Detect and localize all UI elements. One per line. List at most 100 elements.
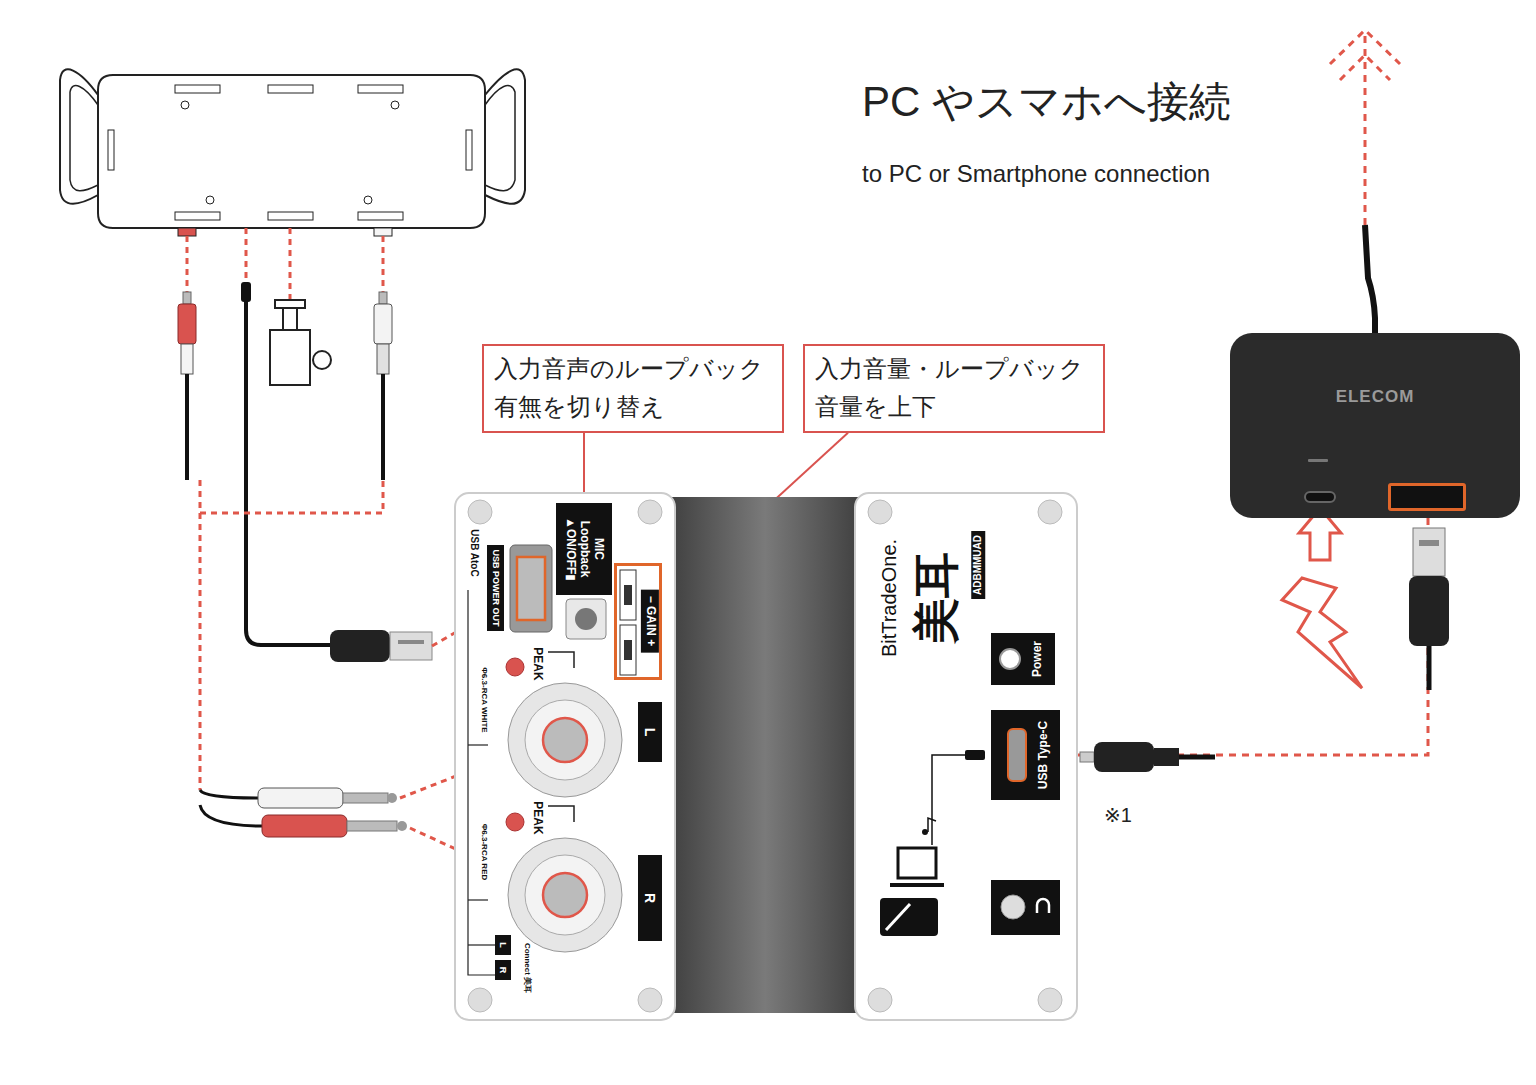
node-text: ELECOM	[1336, 387, 1415, 407]
screw	[638, 500, 662, 524]
usb-c-box: USB Type-C	[991, 710, 1060, 800]
push-button	[575, 608, 597, 630]
dashed-wire	[245, 228, 248, 282]
hub-cable	[1365, 225, 1375, 333]
screw	[468, 500, 492, 524]
usb-c-plug	[1094, 742, 1154, 772]
node-text: 入力音声のループバック 有無を切り替え	[494, 350, 772, 427]
laptop-icon	[890, 883, 944, 887]
dashed-wire	[199, 513, 202, 790]
headphone-icon	[1037, 899, 1049, 913]
jack-plug	[347, 821, 397, 831]
usb-c-plug	[1154, 748, 1179, 766]
connect-pin: L	[498, 942, 508, 948]
jack-plug	[387, 793, 397, 803]
product-logo: 美耳	[910, 552, 963, 644]
usb-c-port	[1304, 491, 1336, 503]
screw	[868, 500, 892, 524]
page-title: PC やスマホへ接続	[862, 78, 1231, 126]
battery-slot	[268, 212, 313, 220]
battery-slot	[466, 130, 472, 170]
audio-cable	[200, 790, 258, 798]
battery-hole	[364, 196, 372, 204]
battery-slot	[175, 85, 220, 93]
jack-plug	[262, 815, 347, 837]
usb-plug	[1413, 528, 1445, 576]
device-panel	[455, 493, 675, 1020]
model-number: ADBMMUAD	[971, 531, 985, 599]
battery-box	[98, 75, 485, 228]
dashed-wire	[186, 236, 189, 292]
input-jack	[543, 718, 587, 762]
gain-switch	[620, 570, 636, 620]
led-label: PEAK	[530, 647, 544, 680]
battery-hole	[206, 196, 214, 204]
device-body	[660, 497, 870, 1013]
peak-led	[506, 658, 524, 676]
push-button	[566, 599, 606, 639]
usb-a-port	[1388, 483, 1466, 511]
dashed-arrowhead	[1340, 55, 1390, 80]
usb-c-port	[1007, 728, 1027, 782]
rca-plug	[374, 304, 392, 344]
battery-slot	[358, 85, 403, 93]
port-tag: USB POWER OUT	[487, 545, 504, 631]
bracket-line	[548, 806, 574, 822]
dashed-cable	[1060, 518, 1428, 755]
usb-plug	[1409, 576, 1449, 646]
usb-c-plug	[1080, 752, 1094, 762]
rca-plug	[181, 344, 193, 374]
dashed-wire	[382, 236, 385, 292]
callout-number: ※1	[1104, 804, 1132, 827]
node-text: USB Type-C	[1037, 721, 1051, 789]
device-panel	[855, 493, 1077, 1020]
lightning-bolt	[1282, 578, 1362, 688]
mini-plug	[965, 750, 985, 760]
dashed-wire	[289, 228, 292, 300]
battery-terminal	[374, 228, 392, 236]
dc-plug	[241, 282, 251, 302]
music-note	[922, 829, 928, 835]
node-text: R	[642, 893, 658, 903]
port-mark	[1308, 459, 1328, 462]
battery-slot	[108, 130, 114, 170]
gain-switch-box: − GAIN +	[614, 563, 662, 680]
gain-switch	[624, 640, 632, 660]
input-jack	[508, 683, 622, 797]
led-label: PEAK	[530, 801, 544, 834]
ball-head	[283, 308, 297, 330]
port-label: USB AtoC	[468, 529, 480, 576]
battery-slot	[268, 85, 313, 93]
headphone-jack	[991, 880, 1060, 935]
phone-icon	[886, 904, 910, 930]
channel-tag: L	[638, 702, 662, 762]
connect-box	[495, 935, 511, 955]
ball-head	[313, 351, 331, 369]
gain-switch	[620, 625, 636, 675]
battery-clip	[485, 69, 525, 203]
node-text: USB POWER OUT	[490, 549, 500, 626]
switch-tag: MIC Loopback ▲ON/OFF▮	[556, 503, 612, 595]
battery-clip	[60, 69, 98, 203]
rca-plug	[183, 292, 191, 304]
wiring-line	[468, 744, 488, 745]
audio-cable	[200, 805, 262, 826]
usb-plug	[390, 632, 432, 660]
ball-head	[270, 330, 310, 385]
battery-slot	[358, 212, 403, 220]
jack-plug	[397, 821, 407, 831]
battery-terminal	[178, 228, 196, 236]
subtitle: to PC or Smartphone connection	[862, 160, 1210, 188]
connect-label: Connect 美耳	[522, 943, 531, 993]
node-text: 入力音量・ループバック 音量を上下	[815, 350, 1093, 427]
usb-cable	[1179, 755, 1215, 760]
dashed-wire	[1364, 36, 1367, 225]
battery-hole	[181, 101, 189, 109]
jack-plug	[343, 793, 388, 803]
headphone-jack	[1001, 895, 1025, 919]
channel-tag: R	[638, 855, 662, 941]
screw	[868, 988, 892, 1012]
battery-clip	[485, 86, 515, 191]
